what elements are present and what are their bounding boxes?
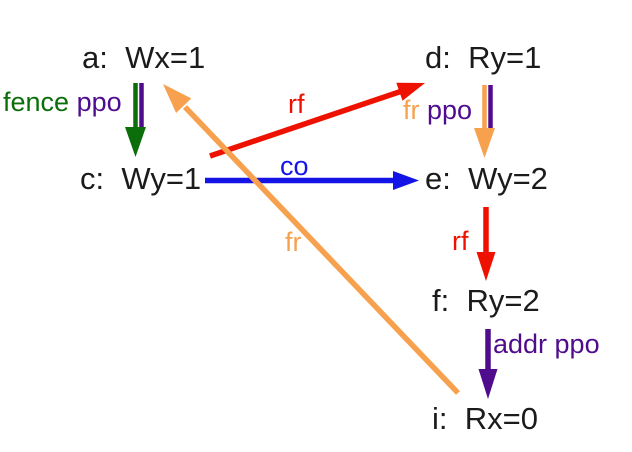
edge-rf-cd-shaft [209, 88, 403, 159]
edge-fr-ia-arrowhead [163, 84, 192, 113]
edge-label-rf-ef: rf [452, 226, 469, 256]
edge-label-fence-ppo: fence ppo [3, 89, 122, 116]
edge-addr-ppo-arrowhead [478, 369, 498, 399]
edge-label-rf-cd: rf [288, 89, 305, 119]
node-i-label: i: Rx=0 [432, 401, 538, 436]
edge-label-co: co [280, 151, 309, 181]
edge-fr-ppo-d-to-e [474, 85, 495, 158]
node-f-label: f: Ry=2 [432, 283, 540, 318]
node-a-label: a: Wx=1 [82, 40, 206, 75]
edge-addr-ppo-f-to-i [478, 329, 498, 399]
ppo-label-de: ppo [427, 95, 473, 125]
fr-label-de: fr [403, 95, 420, 125]
edge-fr-de-arrowhead [474, 128, 495, 158]
edge-label-fr-ppo: fr ppo [403, 97, 472, 124]
ppo-label-ac: ppo [76, 87, 122, 117]
edge-fr-i-to-a [163, 84, 460, 395]
edge-label-fr-ia: fr [285, 227, 302, 257]
edge-rf-ef-arrowhead [476, 252, 496, 281]
edge-co-arrowhead [393, 171, 419, 190]
edge-rf-c-to-d [209, 82, 425, 159]
edge-fence-arrowhead [125, 127, 146, 157]
edge-co-c-to-e [205, 171, 419, 190]
edge-fr-ia-shaft [183, 105, 460, 395]
node-d-label: d: Ry=1 [425, 40, 542, 75]
node-c-label: c: Wy=1 [80, 161, 202, 196]
edge-fence-ppo-a-to-c [125, 83, 146, 157]
edge-rf-cd-arrowhead [396, 82, 425, 101]
edge-label-addr-ppo: addr ppo [493, 329, 600, 359]
fence-label: fence [3, 87, 70, 117]
edge-rf-e-to-f [476, 207, 496, 281]
node-e-label: e: Wy=2 [425, 161, 548, 196]
